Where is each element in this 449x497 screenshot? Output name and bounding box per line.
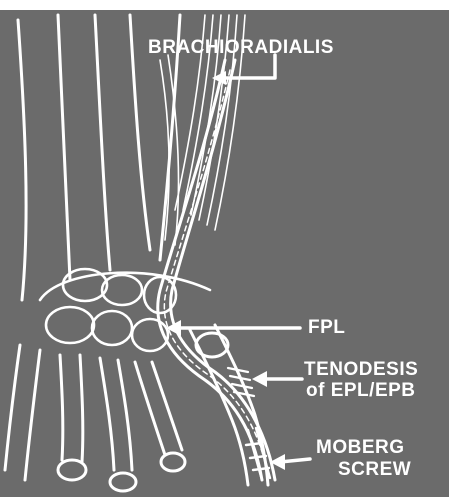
tenodesis-arrowhead	[252, 371, 267, 387]
label-moberg-line2: SCREW	[338, 460, 411, 480]
label-tenodesis-line2: of EPL/EPB	[306, 381, 416, 401]
label-moberg-line1: MOBERG	[316, 438, 405, 458]
wrist-anatomy-drawing	[0, 10, 449, 497]
label-brachioradialis: BRACHIORADIALIS	[148, 38, 334, 58]
carpal-bones	[40, 269, 210, 351]
label-tenodesis-line1: TENODESIS	[304, 360, 418, 380]
brachioradialis-leader-line	[222, 55, 275, 78]
hand-bones	[5, 345, 185, 491]
label-fpl: FPL	[308, 318, 345, 338]
